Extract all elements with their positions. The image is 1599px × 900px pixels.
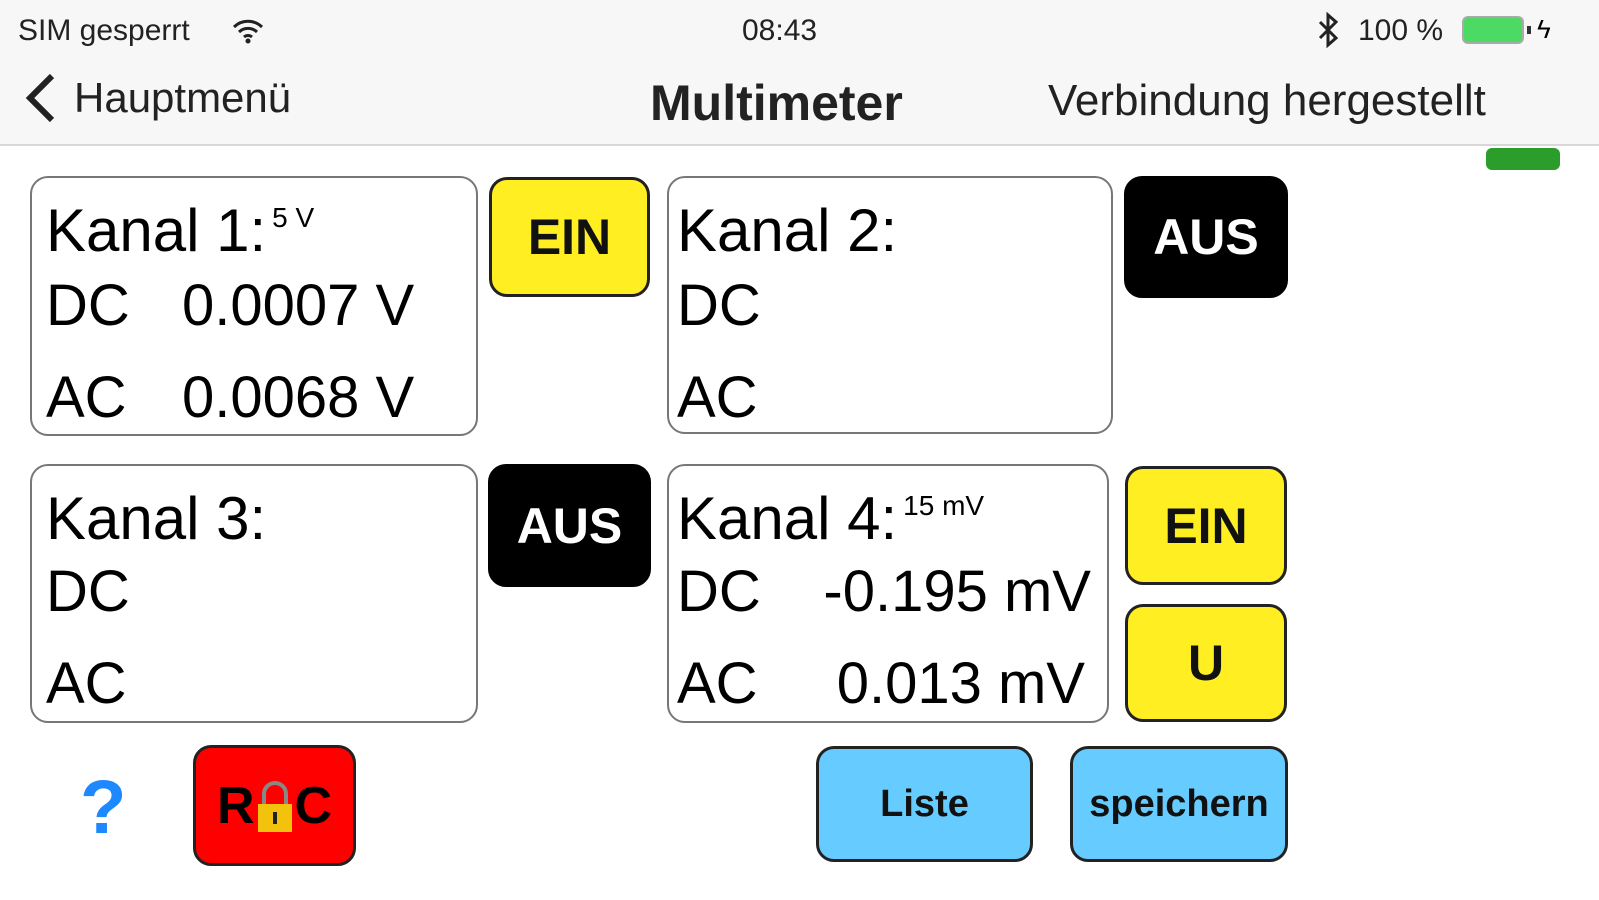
channel-3-ac-label: AC (46, 651, 127, 716)
channel-2-title: Kanal 2: (677, 197, 898, 264)
channel-2-toggle-button[interactable]: AUS (1124, 176, 1288, 298)
channel-3-toggle-button[interactable]: AUS (488, 464, 651, 587)
channel-1-ac-label: AC (46, 365, 127, 430)
channel-1-dc-label: DC (46, 273, 130, 338)
lock-icon (257, 780, 292, 832)
channel-2-panel: Kanal 2: DC AC (667, 176, 1113, 434)
battery-percent: 100 % (1358, 14, 1444, 47)
back-button[interactable]: Hauptmenü (22, 72, 291, 124)
battery-tip (1527, 26, 1531, 34)
carrier-label: SIM gesperrt (18, 14, 190, 47)
channel-4-panel: Kanal 4:15 mV DC -0.195 mV AC 0.013 mV (667, 464, 1109, 723)
channel-2-ac-label: AC (677, 365, 758, 430)
list-button[interactable]: Liste (816, 746, 1033, 862)
record-label-left: R (216, 776, 255, 835)
connection-indicator (1486, 148, 1560, 170)
wifi-icon (232, 19, 264, 44)
channel-4-mode-button[interactable]: U (1125, 604, 1287, 722)
channel-1-toggle-button[interactable]: EIN (489, 177, 650, 297)
channel-3-panel: Kanal 3: DC AC (30, 464, 478, 723)
clock: 08:43 (742, 14, 818, 47)
channel-3-dc-label: DC (46, 559, 130, 624)
record-button[interactable]: R C (193, 745, 356, 866)
channel-4-title: Kanal 4:15 mV (677, 485, 985, 552)
channel-4-dc-label: DC (677, 559, 761, 624)
chevron-left-icon (25, 73, 55, 123)
connection-status: Verbindung hergestellt (1048, 76, 1486, 125)
channel-4-dc-value: -0.195 mV (823, 559, 1091, 624)
channel-1-range: 5 V (272, 202, 315, 233)
channel-1-dc-value: 0.0007 V (182, 273, 415, 338)
battery-icon (1462, 16, 1524, 44)
channel-4-ac-value: 0.013 mV (836, 651, 1085, 716)
page-title: Multimeter (650, 75, 903, 131)
bluetooth-icon (1318, 12, 1339, 48)
charging-icon: ϟ (1537, 14, 1551, 44)
save-button[interactable]: speichern (1070, 746, 1288, 862)
channel-4-ac-label: AC (677, 651, 758, 716)
help-button[interactable]: ? (80, 765, 127, 850)
channel-4-toggle-button[interactable]: EIN (1125, 466, 1287, 585)
channel-1-ac-value: 0.0068 V (182, 365, 415, 430)
channel-1-title: Kanal 1:5 V (46, 197, 315, 264)
back-label: Hauptmenü (74, 74, 292, 121)
channel-1-panel: Kanal 1:5 V DC 0.0007 V AC 0.0068 V (30, 176, 478, 436)
channel-2-dc-label: DC (677, 273, 761, 338)
channel-4-range: 15 mV (903, 490, 985, 521)
channel-3-title: Kanal 3: (46, 485, 267, 552)
record-label-right: C (294, 776, 333, 835)
